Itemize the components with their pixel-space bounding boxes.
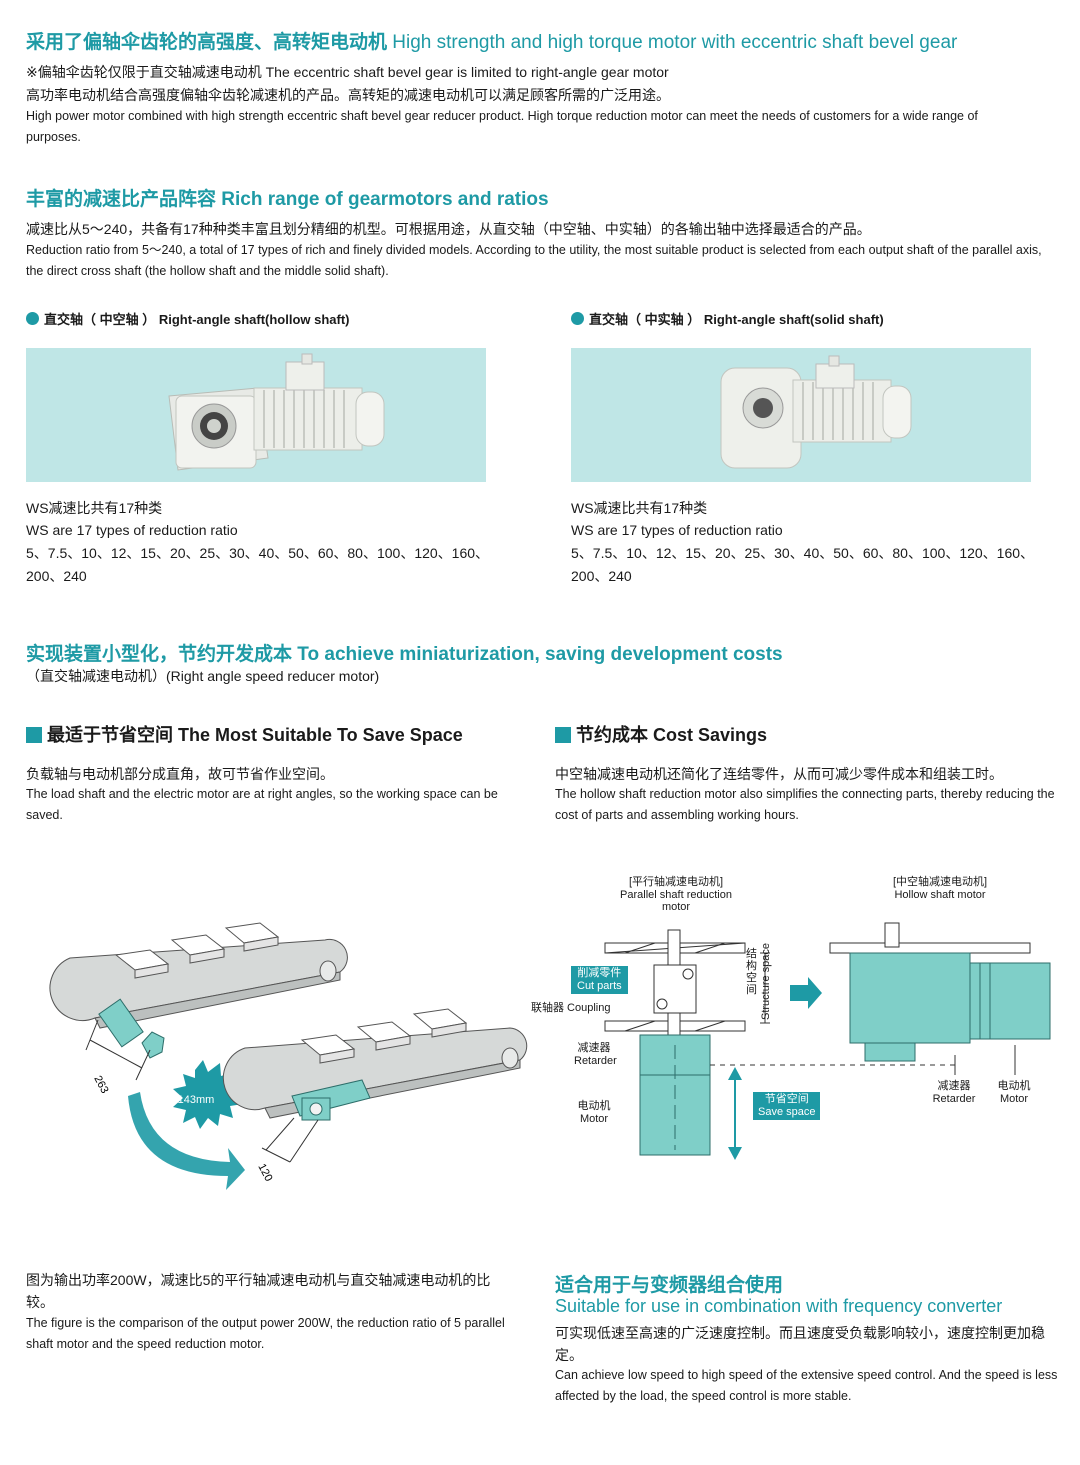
- right-heading-en: Cost Savings: [653, 725, 768, 745]
- parallel-vs-hollow-figure: [604, 922, 1051, 1160]
- product-photo-solid: [571, 348, 1031, 482]
- hollow-label: [中空轴减速电动机] Hollow shaft motor: [870, 873, 1010, 901]
- section2-title-cn: 丰富的减速比产品阵容: [26, 189, 217, 210]
- left-heading-cn: 最适于节省空间: [47, 725, 173, 745]
- product1-line3: 5、7.5、10、12、15、20、25、30、40、50、60、80、100、…: [26, 545, 490, 561]
- solid-shaft-motor-image: [720, 355, 912, 469]
- square-bullet-icon: [26, 727, 42, 743]
- save-space-en: Save space: [758, 1106, 816, 1118]
- right-heading: 节约成本 Cost Savings: [555, 721, 767, 747]
- retarder-cn: 减速器: [577, 1042, 611, 1054]
- parallel-label: [平行轴减速电动机] Parallel shaft reduction moto…: [606, 873, 746, 913]
- section1-body-cn: 高功率电动机结合高强度偏轴伞齿轮减速机的产品。高转矩的减速电动机可以满足顾客所需…: [26, 87, 670, 103]
- section1-note: ※偏轴伞齿轮仅限于直交轴减速电动机 The eccentric shaft be…: [26, 64, 669, 80]
- coupling-label: 联轴器 Coupling: [531, 1002, 611, 1014]
- product-label-cn: 直交轴（ 中实轴 ）: [589, 312, 701, 327]
- product2-line3: 5、7.5、10、12、15、20、25、30、40、50、60、80、100、…: [571, 545, 1035, 561]
- product-label-solid: 直交轴（ 中实轴 ） Right-angle shaft(solid shaft…: [571, 309, 884, 328]
- section1-title: 采用了偏轴伞齿轮的高强度、高转矩电动机 High strength and hi…: [26, 27, 957, 54]
- square-bullet-icon: [555, 727, 571, 743]
- section4-body-cn: 可实现低速至高速的广泛速度控制。而且速度受负载影响较小，速度控制更加稳定。: [555, 1325, 1045, 1363]
- structure-space-cn: 结构空间: [746, 948, 757, 996]
- section2-body-en: Reduction ratio from 5～240, a total of 1…: [26, 243, 1042, 278]
- motor-label: 电动机 Motor: [574, 1097, 614, 1125]
- retarder2-cn: 减速器: [937, 1080, 971, 1092]
- product1-line1: WS减速比共有17种类: [26, 500, 163, 516]
- bullet-dot-icon: [26, 312, 39, 325]
- cut-parts-callout: 削减零件 Cut parts: [571, 966, 628, 994]
- dim-120: 120: [255, 1162, 274, 1184]
- product2-line2: WS are 17 types of reduction ratio: [571, 522, 783, 538]
- cut-parts-cn: 削减零件: [577, 967, 622, 979]
- retarder-label: 减速器 Retarder: [574, 1039, 617, 1067]
- section1-body-en: High power motor combined with high stre…: [26, 109, 978, 144]
- motor-cn: 电动机: [577, 1100, 611, 1112]
- hollow-label-en: Hollow shaft motor: [894, 889, 986, 901]
- motor2-cn: 电动机: [997, 1080, 1031, 1092]
- section3-title-en: To achieve miniaturization, saving devel…: [297, 644, 783, 665]
- product2-line4: 200、240: [571, 568, 632, 584]
- product-label-en: Right-angle shaft(hollow shaft): [158, 312, 350, 327]
- save-space-callout: 节省空间 Save space: [753, 1092, 821, 1120]
- motor2-en: Motor: [999, 1093, 1029, 1105]
- parallel-label-cn: [平行轴减速电动机]: [628, 876, 724, 888]
- product2-line1: WS减速比共有17种类: [571, 500, 708, 516]
- left-body-cn: 负载轴与电动机部分成直角，故可节省作业空间。: [26, 766, 334, 782]
- section1-title-en: High strength and high torque motor with…: [392, 32, 958, 53]
- section2-body-cn: 减速比从5～240，共备有17种种类丰富且划分精细的机型。可根据用途，从直交轴（…: [26, 221, 871, 237]
- right-body-cn: 中空轴减速电动机还简化了连结零件，从而可减少零件成本和组装工时。: [555, 766, 1003, 782]
- caption-cn: 图为输出功率200W，减速比5的平行轴减速电动机与直交轴减速电动机的比较。: [26, 1272, 491, 1310]
- left-heading: 最适于节省空间 The Most Suitable To Save Space: [26, 721, 463, 747]
- curved-arrow-icon: [128, 1092, 245, 1190]
- parallel-label-en: Parallel shaft reduction motor: [620, 889, 732, 913]
- product-label-hollow: 直交轴（ 中空轴 ） Right-angle shaft(hollow shaf…: [26, 309, 350, 328]
- product-photo-hollow: [26, 348, 486, 482]
- product-label-cn: 直交轴（ 中空轴 ）: [44, 312, 156, 327]
- dim-143: -143mm: [174, 1094, 214, 1106]
- section3-subtitle: （直交轴减速电动机）(Right angle speed reducer mot…: [26, 668, 380, 684]
- product1-line4: 200、240: [26, 568, 87, 584]
- conveyor-comparison-figure: 263 -143mm 120: [49, 922, 528, 1190]
- motor2-label: 电动机 Motor: [992, 1077, 1036, 1105]
- caption-en: The figure is the comparison of the outp…: [26, 1316, 505, 1351]
- section2-title: 丰富的减速比产品阵容 Rich range of gearmotors and …: [26, 184, 549, 211]
- save-space-cn: 节省空间: [764, 1093, 809, 1105]
- right-arrow-icon: [790, 977, 822, 1009]
- bullet-dot-icon: [571, 312, 584, 325]
- retarder-en: Retarder: [574, 1055, 617, 1067]
- dim-263: 263: [91, 1074, 110, 1096]
- right-body-en: The hollow shaft reduction motor also si…: [555, 787, 1055, 822]
- structure-space-en: Structure space: [760, 942, 772, 1020]
- cut-parts-en: Cut parts: [577, 980, 622, 992]
- left-body-en: The load shaft and the electric motor ar…: [26, 787, 498, 822]
- right-heading-cn: 节约成本: [576, 725, 648, 745]
- section2-title-en: Rich range of gearmotors and ratios: [221, 189, 549, 210]
- section3-title: 实现装置小型化，节约开发成本 To achieve miniaturizatio…: [26, 639, 783, 666]
- hollow-shaft-motor-image: [168, 353, 385, 471]
- hollow-label-cn: [中空轴减速电动机]: [892, 876, 988, 888]
- section4-title-en: Suitable for use in combination with fre…: [555, 1296, 1003, 1316]
- motor-en: Motor: [579, 1113, 609, 1125]
- product-label-en: Right-angle shaft(solid shaft): [703, 312, 884, 327]
- retarder2-label: 减速器 Retarder: [932, 1077, 976, 1105]
- product1-line2: WS are 17 types of reduction ratio: [26, 522, 238, 538]
- section4-body-en: Can achieve low speed to high speed of t…: [555, 1368, 1058, 1403]
- section1-title-cn: 采用了偏轴伞齿轮的高强度、高转矩电动机: [26, 32, 388, 53]
- section4-title-cn: 适合用于与变频器组合使用: [555, 1275, 784, 1296]
- retarder2-en: Retarder: [932, 1093, 976, 1105]
- left-heading-en: The Most Suitable To Save Space: [178, 725, 463, 745]
- section3-title-cn: 实现装置小型化，节约开发成本: [26, 644, 293, 665]
